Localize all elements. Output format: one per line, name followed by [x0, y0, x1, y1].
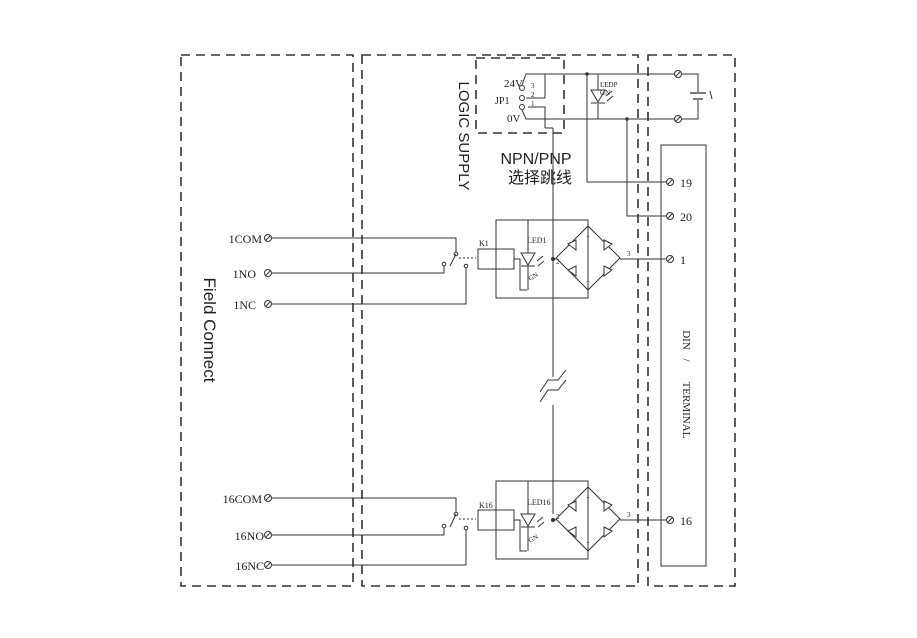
din-terminal-20-label: 20 — [680, 210, 692, 224]
ledp-label: LEDP — [600, 81, 618, 89]
logic-supply-title: LOGIC SUPPLY — [455, 82, 472, 191]
ch1-pin2-label: 2 — [556, 258, 560, 266]
ch1-nc-wire — [272, 268, 467, 305]
ch16-no-label: 16NO — [235, 529, 265, 543]
field-connect-box — [180, 54, 354, 587]
ch16-led-label: LED16 — [527, 498, 551, 507]
din-terminal-strip — [660, 144, 707, 567]
ch16-com-label: 16COM — [223, 492, 263, 506]
din-terminals: 19 20 1 16 — [666, 176, 692, 528]
ch1-module-box — [495, 219, 589, 299]
v24-label: 24V — [504, 78, 523, 90]
ledp-diode-icon — [590, 89, 606, 103]
ch1-led-diode-icon — [520, 252, 536, 266]
battery-icon — [690, 90, 713, 100]
channel-16: 16COM 16NO 16NC K16 LED16 GN 2 — [223, 480, 666, 573]
supply-terminal-plus-mark — [675, 71, 681, 77]
ledp-color: GN — [600, 89, 610, 97]
power-source-wire — [682, 73, 699, 120]
ch16-led-emission-icon — [536, 516, 545, 528]
ch16-switch-blade — [449, 513, 457, 528]
jp1-label: JP1 — [495, 96, 509, 107]
ch1-com-label: 1COM — [229, 232, 263, 246]
channel-1: 1COM 1NO 1NC K1 LED1 GN 2 — [229, 219, 666, 312]
ch16-module-box — [495, 480, 589, 560]
npn-pnp-label: NPN/PNP — [500, 151, 571, 168]
break-symbol-icon — [539, 369, 567, 403]
jp-pin-1-contact — [519, 104, 525, 110]
ch1-switch-no — [441, 261, 447, 267]
din-slash-label: / — [680, 358, 692, 362]
jumper-caption: 选择跳线 — [508, 169, 572, 187]
ch16-no-wire — [272, 528, 445, 536]
jp-pin-2-contact — [519, 95, 525, 101]
logic-supply-box — [361, 54, 639, 587]
ch1-pin3-label: 3 — [627, 250, 631, 258]
jp-pin-2: 2 — [531, 91, 535, 99]
svg-text:+: + — [586, 233, 590, 241]
din-terminal-1-label: 1 — [680, 253, 686, 267]
ch16-com-wire — [272, 497, 457, 512]
ch16-led-diode-icon — [520, 513, 536, 527]
svg-text:+: + — [586, 494, 590, 502]
din-terminal-box — [647, 54, 736, 587]
ch1-no-wire — [272, 266, 445, 274]
logic-supply-section: 24V JP1 0V 3 2 1 LEDP GN — [495, 70, 713, 217]
ch16-coil-wire — [514, 519, 527, 552]
jp-link — [526, 74, 546, 119]
common-bus — [544, 119, 554, 514]
jp-pin-3: 3 — [531, 82, 535, 90]
din-terminal-19-label: 19 — [680, 176, 692, 190]
din-terminal-16-label: 16 — [680, 514, 692, 528]
section-boxes — [180, 54, 736, 587]
ch1-led-emission-icon — [536, 255, 545, 267]
svg-text:−: − — [586, 278, 590, 286]
ch16-switch-no — [441, 523, 447, 529]
v0-label: 0V — [507, 113, 521, 125]
din-label: DIN — [680, 330, 692, 350]
wire-to-20 — [626, 119, 666, 217]
ch1-led-label: LED1 — [527, 236, 547, 245]
ch16-relay-label: K16 — [479, 501, 493, 510]
ch1-coil-wire — [514, 258, 527, 291]
jumper-box — [475, 57, 565, 134]
ch16-switch-nc — [463, 525, 469, 531]
svg-text:−: − — [586, 539, 590, 547]
wire-to-19 — [586, 74, 666, 183]
ch16-pin3-label: 3 — [627, 511, 631, 519]
ch1-relay-label: K1 — [479, 239, 489, 248]
supply-terminal-minus-mark — [675, 116, 681, 122]
ch1-nc-label: 1NC — [233, 298, 256, 312]
ch16-bridge-rectifier: + − — [555, 486, 621, 552]
field-connect-title: Field Connect — [200, 278, 219, 383]
ch1-bridge-rectifier: + − — [555, 225, 621, 291]
ch16-nc-wire — [272, 530, 467, 566]
ch1-switch-blade — [449, 253, 457, 267]
ch1-led-color: GN — [527, 271, 540, 283]
jp-pin-1: 1 — [531, 100, 535, 108]
ch1-switch-nc — [463, 263, 469, 269]
ch16-nc-label: 16NC — [235, 559, 264, 573]
ch1-com-wire — [272, 237, 457, 252]
terminal-label: TERMINAL — [680, 382, 692, 439]
ledp-emission-icon — [605, 90, 614, 102]
ch16-led-color: GN — [527, 533, 540, 545]
jp-pin-3-contact — [519, 85, 525, 91]
ch1-no-label: 1NO — [233, 267, 257, 281]
